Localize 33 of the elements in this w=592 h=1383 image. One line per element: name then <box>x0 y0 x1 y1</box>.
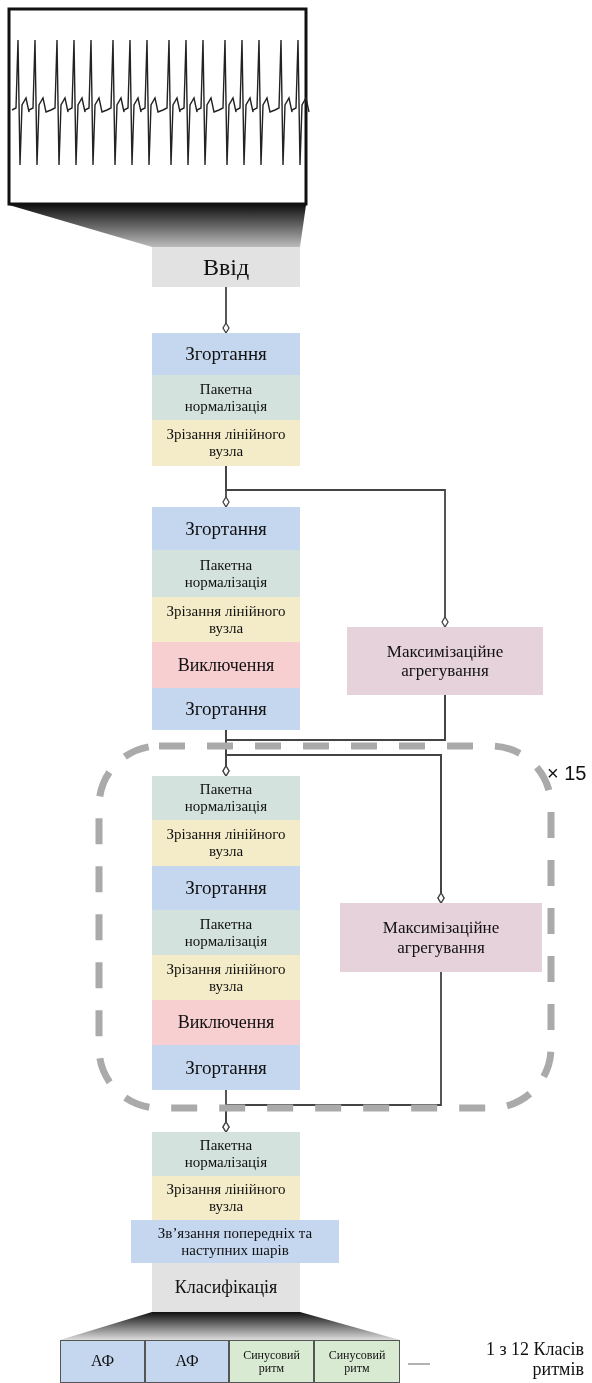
layer-block: Пакетна нормалізація <box>152 776 300 820</box>
layer-block: Зрізання лінійного вузла <box>152 1176 300 1220</box>
layer-block: Зрізання лінійного вузла <box>152 420 300 466</box>
class-cell: Синусовий ритм <box>314 1340 400 1383</box>
layer-block: Зв’язання попередніх та наступних шарів <box>131 1220 339 1263</box>
connector <box>222 971 442 1133</box>
class-count-note: 1 з 12 Класів ритмів <box>484 1340 584 1380</box>
class-cell: АФ <box>60 1340 145 1383</box>
layer-block: Пакетна нормалізація <box>152 1132 300 1176</box>
connector <box>225 694 446 904</box>
class-cell: АФ <box>145 1340 229 1383</box>
layer-block: Зрізання лінійного вузла <box>152 955 300 1000</box>
connector <box>222 286 230 334</box>
layer-block: Зрізання лінійного вузла <box>152 820 300 866</box>
layer-block: Пакетна нормалізація <box>152 910 300 955</box>
layer-block: Згортання <box>152 866 300 910</box>
input-layer: Ввід <box>152 247 300 287</box>
layer-block: Зрізання лінійного вузла <box>152 597 300 642</box>
layer-block: Згортання <box>152 688 300 730</box>
layer-block: Згортання <box>152 1045 300 1090</box>
layer-block: Згортання <box>152 333 300 375</box>
output-layer: Класифікація <box>152 1263 300 1312</box>
repeat-count: × 15 <box>547 762 587 785</box>
repeat-group <box>95 742 555 1112</box>
layer-block: Виключення <box>152 642 300 688</box>
layer-block: Пакетна нормалізація <box>152 550 300 597</box>
layer-block: Пакетна нормалізація <box>152 375 300 420</box>
layer-block: Згортання <box>152 507 300 550</box>
pooling-block: Максимізаційне агрегування <box>340 903 542 972</box>
connector <box>225 465 449 628</box>
layer-block: Виключення <box>152 1000 300 1045</box>
class-cell: Синусовий ритм <box>229 1340 314 1383</box>
pooling-block: Максимізаційне агрегування <box>347 627 543 695</box>
